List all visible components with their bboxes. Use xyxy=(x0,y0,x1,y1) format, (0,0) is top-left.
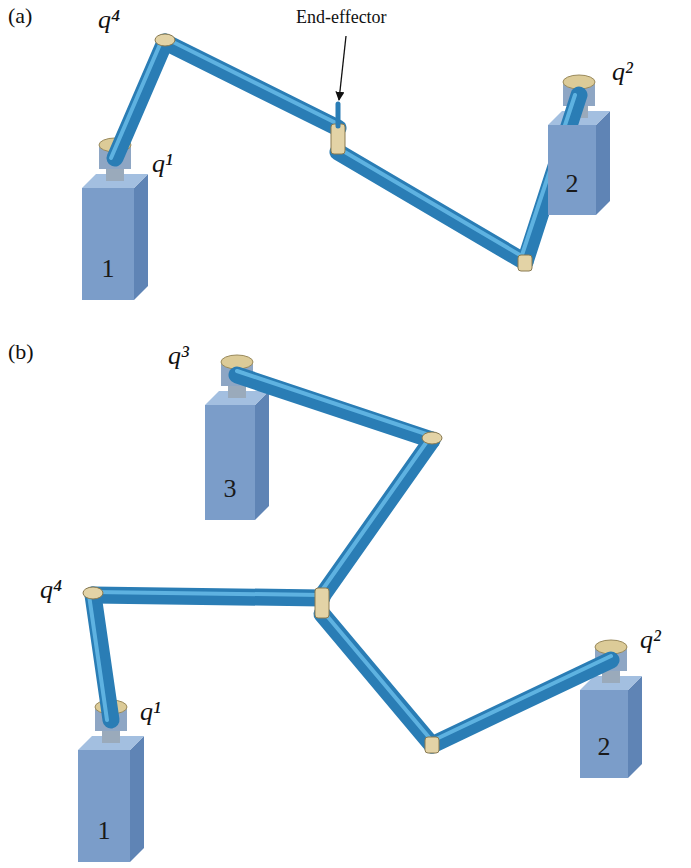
base-box: 3 xyxy=(205,405,255,520)
joint-variable: q⁴ xyxy=(98,6,120,35)
joint-shaft xyxy=(228,386,246,398)
block-side xyxy=(134,174,148,300)
base-box: 2 xyxy=(548,125,596,215)
base-number: 2 xyxy=(598,734,611,778)
block-side xyxy=(255,391,269,520)
arm-links xyxy=(89,38,611,745)
joint-variable: q⁴ xyxy=(40,576,62,605)
joint-caps xyxy=(83,34,532,753)
joint-shaft xyxy=(602,671,620,683)
block-side xyxy=(130,736,144,862)
base-number: 1 xyxy=(102,256,115,300)
joint-variable: q¹ xyxy=(152,150,173,179)
joint-variable: q² xyxy=(612,58,633,87)
base-box: 2 xyxy=(580,690,628,778)
panel-tag: (a) xyxy=(8,4,32,28)
block-side xyxy=(596,111,610,215)
callout-label: End-effector xyxy=(296,8,387,28)
end-effector-pin xyxy=(338,104,339,126)
joint-variable: q² xyxy=(640,626,661,655)
base-number: 3 xyxy=(224,476,237,520)
base-box: 1 xyxy=(82,188,134,300)
joint-variable: q¹ xyxy=(140,698,161,727)
joint-shaft xyxy=(106,169,124,181)
base-number: 1 xyxy=(98,818,111,862)
panel-tag: (b) xyxy=(8,340,34,364)
leader-arrow xyxy=(339,36,346,100)
joint-shaft xyxy=(102,731,120,743)
base-number: 2 xyxy=(566,171,579,215)
joint-variable: q³ xyxy=(168,342,189,371)
base-box: 1 xyxy=(78,750,130,862)
block-side xyxy=(628,676,642,778)
base-blocks xyxy=(78,75,642,862)
